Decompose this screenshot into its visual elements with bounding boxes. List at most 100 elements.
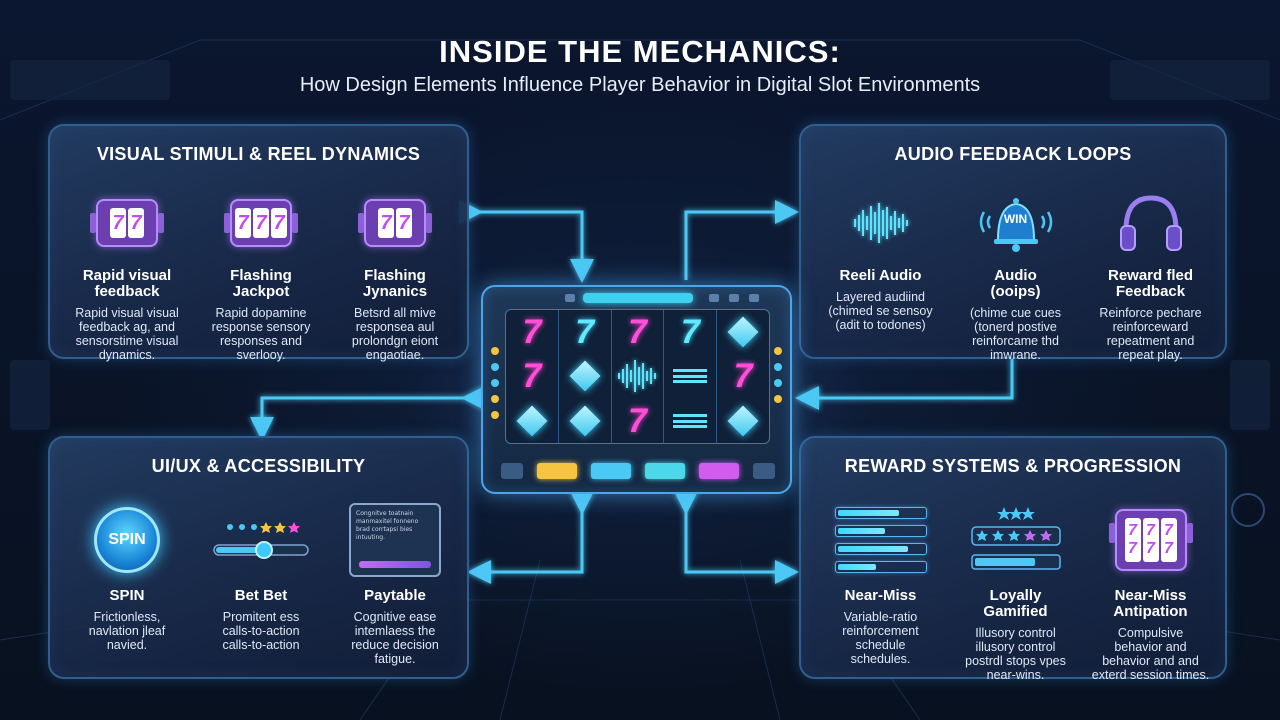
paytable-line: brad corrtapsi bies — [356, 526, 413, 533]
audio-item-2: WIN Audio (ooips) (chime cue cues (toner… — [948, 184, 1083, 362]
arrow-reward-bottom — [674, 491, 799, 584]
diamond-symbol — [727, 405, 759, 437]
reward-item-label: Near-Miss Antipation — [1113, 587, 1188, 620]
panel-title-ui: UI/UX & ACCESSIBILITY — [151, 456, 366, 476]
ui-item-label: Paytable — [364, 587, 426, 604]
arrow-left-mid — [250, 386, 485, 441]
seven-symbol: 7 — [680, 313, 700, 352]
machine-button[interactable] — [753, 463, 775, 479]
audio-item-label: Reeli Audio — [839, 267, 922, 284]
machine-display-bar — [583, 293, 693, 303]
reel: 7 — [717, 310, 769, 443]
paytable-line: manmaxitel fonneno — [356, 518, 419, 525]
seven-symbol: 7 — [733, 357, 753, 396]
reward-item-label: Near-Miss — [844, 587, 917, 604]
reel: 7 — [664, 310, 718, 443]
panel-reward-systems: REWARD SYSTEMS & PROGRESSION Near-Miss V… — [799, 436, 1227, 682]
arrow-right-mid — [795, 358, 1014, 410]
arrow-audio-top — [684, 200, 799, 280]
spin-button-icon[interactable]: SPIN — [62, 498, 192, 582]
diamond-symbol — [727, 316, 759, 348]
machine-indicator — [709, 294, 719, 302]
side-light — [774, 379, 782, 387]
progress-bars-icon — [813, 498, 948, 582]
reward-item-2: Loyally Gamified Illusory control illuso… — [948, 498, 1083, 682]
side-light — [491, 411, 499, 419]
machine-button[interactable] — [501, 463, 523, 479]
spin-button[interactable]: SPIN — [94, 507, 160, 573]
visual-item-label: Flashing Jackpot — [230, 267, 292, 300]
paytable-line: Congnitve toatnain — [356, 510, 414, 517]
ui-item-1: SPIN SPIN Frictionless, navlation jleaf … — [62, 498, 192, 652]
page-title: INSIDE THE MECHANICS: — [439, 34, 841, 69]
panel-title-audio: AUDIO FEEDBACK LOOPS — [894, 144, 1132, 164]
seven-symbol: 7 — [628, 401, 647, 440]
page-subtitle: How Design Elements Influence Player Beh… — [299, 74, 981, 96]
audio-item-desc: (chime cue cues (tonerd postive reinforc… — [969, 306, 1061, 362]
bar-symbol — [673, 413, 708, 428]
headphones-icon — [1083, 184, 1218, 262]
bet-slider-icon[interactable] — [196, 498, 326, 582]
reward-item-desc: Variable-ratio reinforcement schedule sc… — [842, 610, 919, 666]
arrow-visual-top — [459, 200, 594, 283]
audio-item-label: Audio (ooips) — [990, 267, 1041, 300]
side-light — [774, 395, 782, 403]
visual-item-desc: Rapid dopamine response sensory response… — [211, 306, 311, 362]
reel: 7 7 — [506, 310, 559, 443]
visual-item-label: Rapid visual feedback — [82, 267, 172, 300]
soundwave-icon — [612, 354, 664, 398]
ui-item-desc: Promitent ess calls-to-action calls-to-a… — [222, 610, 300, 652]
ui-item-2: Bet Bet Promitent ess calls-to-action ca… — [196, 498, 326, 652]
seven-symbol: 7 — [522, 313, 542, 352]
ui-item-desc: Frictionless, navlation jleaf navied. — [88, 610, 166, 652]
panel-title-visual: VISUAL STIMULI & REEL DYNAMICS — [96, 144, 421, 164]
panel-audio-feedback: AUDIO FEEDBACK LOOPS Reeli Audio Layered… — [799, 124, 1227, 362]
audio-item-1: Reeli Audio Layered audiind (chimed se s… — [813, 184, 948, 332]
machine-button[interactable] — [537, 463, 577, 479]
bar-symbol — [673, 369, 708, 384]
paytable-icon[interactable]: Congnitve toatnain manmaxitel fonneno br… — [330, 498, 460, 582]
ui-item-label: Bet Bet — [234, 587, 288, 604]
arrow-ui-bottom — [467, 491, 594, 584]
audio-item-label: Reward fled Feedback — [1107, 267, 1194, 300]
win-badge: WIN — [1003, 212, 1028, 226]
machine-button[interactable] — [591, 463, 631, 479]
soundwave-icon — [813, 184, 948, 262]
visual-item-desc: Rapid visual visual feedback ag, and sen… — [75, 306, 179, 362]
diamond-symbol — [569, 405, 601, 437]
reel: 7 7 — [612, 310, 665, 443]
machine-button[interactable] — [645, 463, 685, 479]
seven-symbol: 7 — [522, 357, 542, 396]
machine-indicator — [729, 294, 739, 302]
side-light — [491, 347, 499, 355]
machine-button[interactable] — [699, 463, 739, 479]
ui-item-3: Congnitve toatnain manmaxitel fonneno br… — [330, 498, 460, 666]
machine-indicator — [749, 294, 759, 302]
reel-window: 7 7 7 7 7 7 7 — [505, 309, 770, 444]
central-slot-machine: 7 7 7 7 7 7 7 — [481, 285, 792, 494]
reward-item-1: Near-Miss Variable-ratio reinforcement s… — [813, 498, 948, 666]
side-light — [491, 363, 499, 371]
reel: 7 — [559, 310, 612, 443]
seven-symbol: 7 — [628, 313, 647, 352]
audio-item-3: Reward fled Feedback Reinforce pechare r… — [1083, 184, 1218, 362]
panel-title-reward: REWARD SYSTEMS & PROGRESSION — [844, 456, 1182, 476]
bell-icon: WIN — [948, 184, 1083, 262]
paytable-bar — [359, 561, 431, 568]
visual-item-label: Flashing Jynanics — [362, 267, 428, 300]
audio-item-desc: Reinforce pechare reinforceward repeatme… — [1099, 306, 1202, 362]
side-light — [491, 395, 499, 403]
reward-item-label: Loyally Gamified — [983, 587, 1048, 620]
visual-item-desc: Betsrd all mive responsea aul prolondgn … — [351, 306, 439, 362]
machine-indicator — [565, 294, 575, 302]
audio-item-desc: Layered audiind (chimed se sensoy (adit … — [828, 290, 933, 332]
